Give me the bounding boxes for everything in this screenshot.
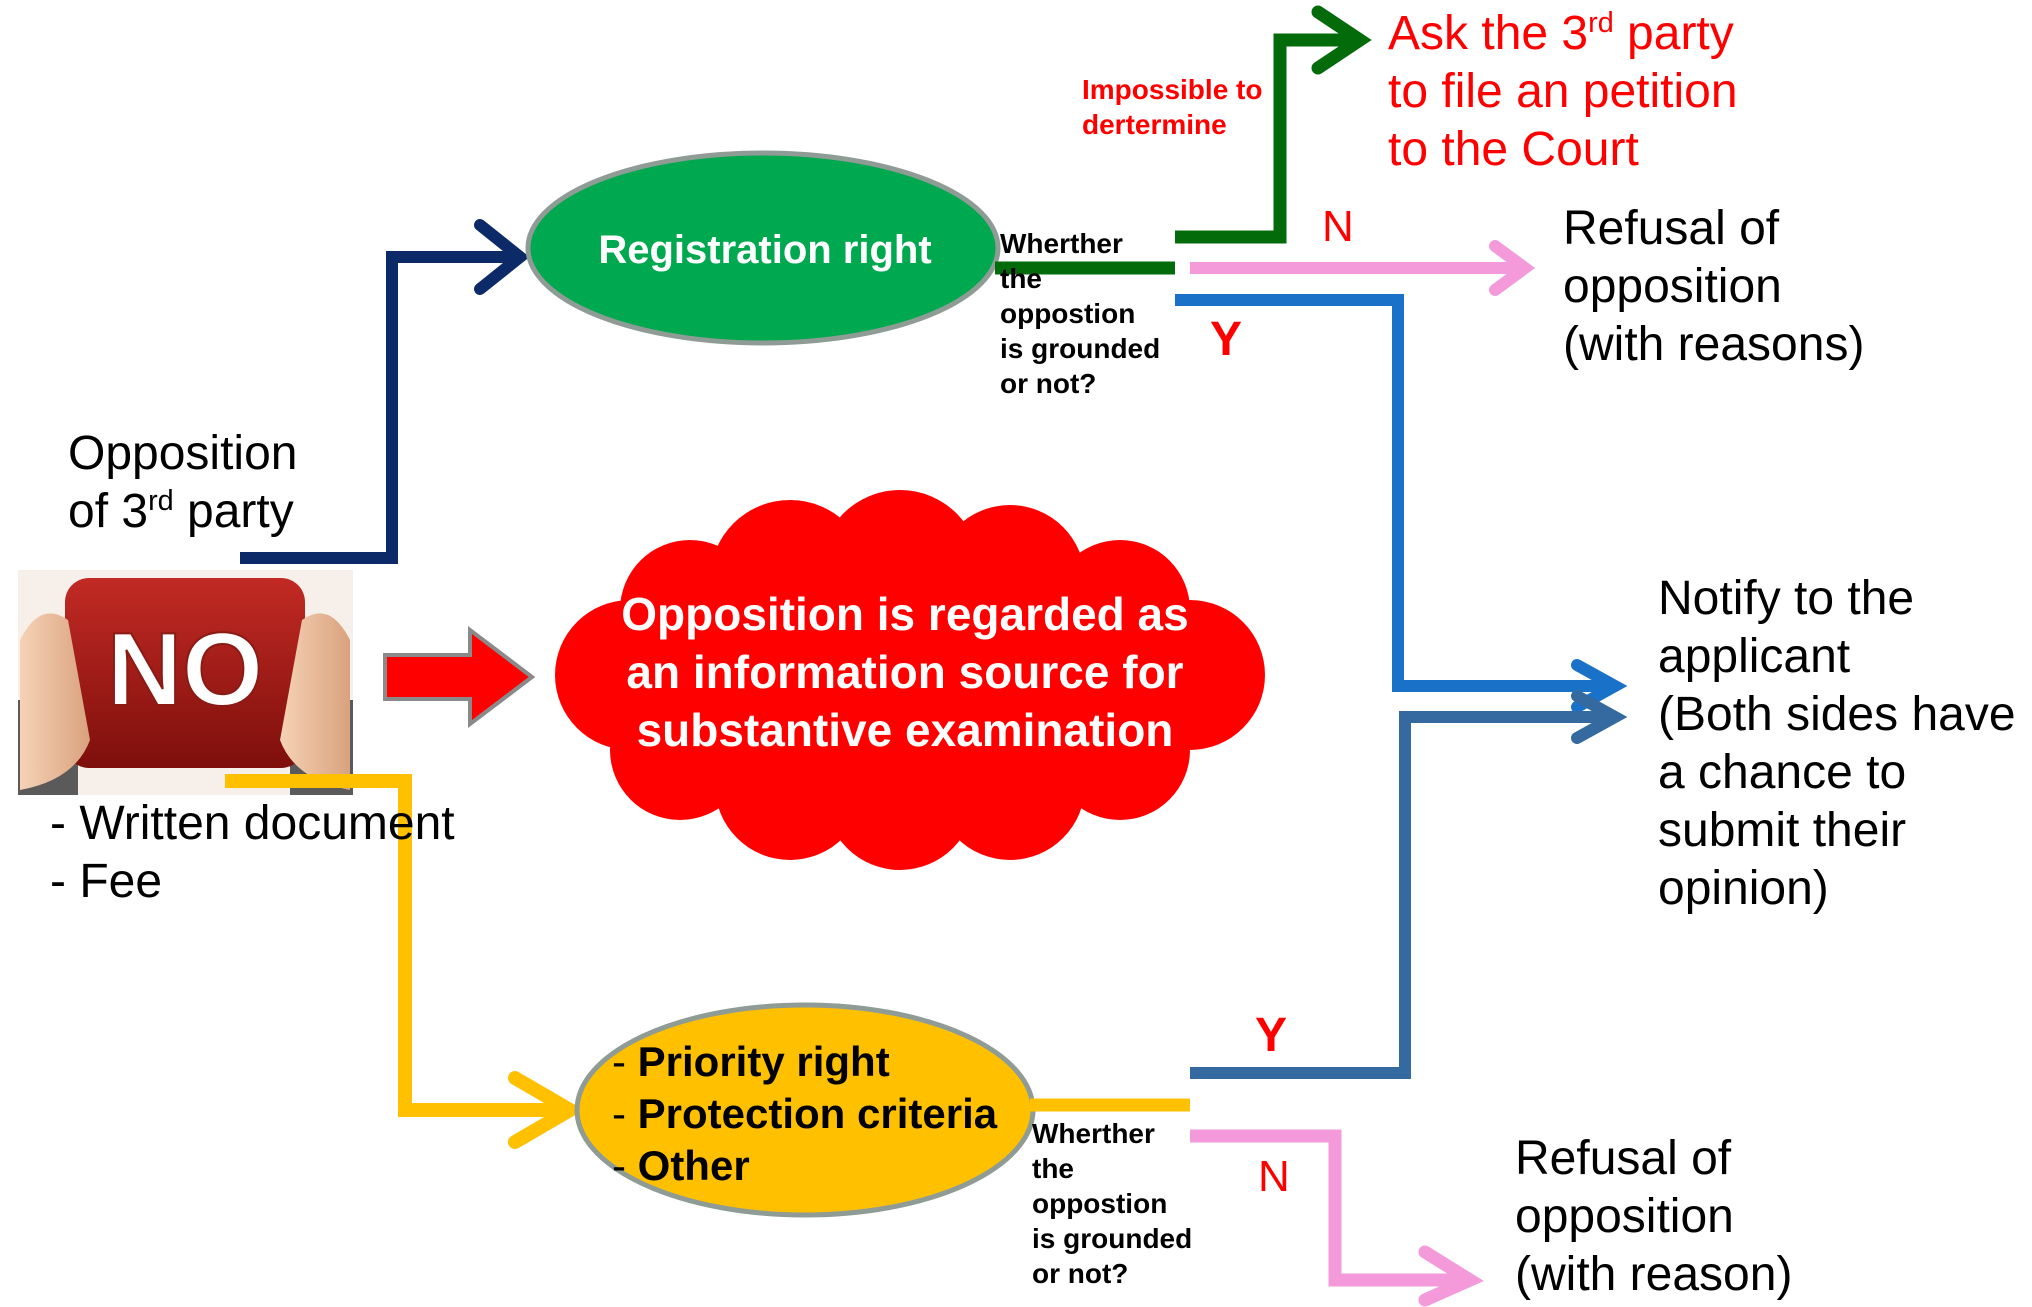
court-line1: Ask the 3rd party [1388, 5, 1738, 63]
opposition-line2-pre: of 3 [68, 485, 149, 538]
refusal-bottom: Refusal of opposition (with reason) [1515, 1130, 1792, 1304]
notify-line6: opinion) [1658, 862, 1829, 915]
green-arrow-to-court [995, 5, 1372, 275]
court-line1-sup: rd [1588, 7, 1614, 39]
question-bottom-line4: is grounded [1032, 1223, 1193, 1254]
question-bottom-line5: or not? [1032, 1258, 1129, 1289]
cloud-text: Opposition is regarded as an information… [580, 585, 1230, 759]
label-n-bottom: N [1258, 1152, 1290, 1201]
question-bottom-line2: the [1032, 1153, 1074, 1184]
question-top-line4: is grounded [1000, 333, 1161, 364]
requirement-written-document: - Written document [50, 797, 455, 850]
no-sign-text: NO [107, 612, 263, 728]
criteria-list: - Priority right - Protection criteria -… [612, 1036, 997, 1192]
refusal-bottom-line3: (with reason) [1515, 1248, 1793, 1301]
notify-line5: submit their [1658, 804, 1907, 857]
steel-arrow-notify-bottom [1190, 690, 1628, 1079]
question-bottom: Wherther the oppostion is grounded or no… [1032, 1116, 1192, 1291]
question-top: Wherther the oppostion is grounded or no… [1000, 226, 1160, 401]
no-sign-image: NO [18, 570, 353, 795]
left-hand [20, 613, 90, 790]
court-line1-post: party [1613, 7, 1734, 60]
label-y-bottom: Y [1255, 1009, 1288, 1062]
requirement-fee: - Fee [50, 855, 163, 908]
refusal-top: Refusal of opposition (with reasons) [1563, 200, 1864, 374]
opposition-line2: of 3rd party [68, 483, 297, 541]
criteria-item-priority: - Priority right [612, 1036, 997, 1088]
criteria-other: Other [637, 1142, 750, 1189]
criteria-item-protection: - Protection criteria [612, 1088, 997, 1140]
question-bottom-line1: Wherther [1032, 1118, 1155, 1149]
right-hand [280, 613, 350, 790]
cloud-line3: substantive examination [636, 704, 1174, 756]
refusal-bottom-line2: opposition [1515, 1190, 1734, 1243]
pink-arrow-refusal-top [1190, 240, 1536, 296]
notify-line4: a chance to [1658, 746, 1907, 799]
cloud-line2: an information source for [626, 646, 1184, 698]
yellow-arrow-to-criteria [225, 774, 584, 1149]
navy-arrow-to-registration [240, 219, 530, 564]
red-sign [65, 578, 305, 768]
pink-arrow-refusal-bottom [1190, 1129, 1484, 1307]
criteria-dash-1: - [612, 1038, 638, 1085]
refusal-top-line2: opposition [1563, 260, 1782, 313]
cloud-line1: Opposition is regarded as [621, 588, 1189, 640]
red-cloud [555, 490, 1265, 870]
court-instruction: Ask the 3rd party to file an petition to… [1388, 5, 1738, 179]
criteria-protection-criteria: Protection criteria [637, 1090, 998, 1137]
registration-ellipse [525, 150, 1001, 346]
opposition-line1: Opposition [68, 427, 298, 480]
question-top-line5: or not? [1000, 368, 1097, 399]
opposition-label: Opposition of 3rd party [68, 425, 297, 541]
impossible-line1: Impossible to [1082, 74, 1263, 105]
question-top-line2: the [1000, 263, 1042, 294]
opposition-line2-post: party [173, 485, 294, 538]
label-n-top: N [1322, 202, 1354, 251]
criteria-item-other: - Other [612, 1140, 997, 1192]
notify-line1: Notify to the [1658, 572, 1915, 625]
criteria-dash-2: - [612, 1090, 638, 1137]
court-line2: to file an petition [1388, 65, 1738, 118]
requirements-list: - Written document - Fee [50, 795, 455, 911]
refusal-top-line3: (with reasons) [1563, 318, 1865, 371]
criteria-priority-right: Priority right [637, 1038, 890, 1085]
registration-right-label: Registration right [598, 227, 932, 272]
question-bottom-line3: oppostion [1032, 1188, 1168, 1219]
opposition-line2-sup: rd [148, 485, 174, 517]
question-top-line1: Wherther [1000, 228, 1123, 259]
notify-line3: (Both sides have [1658, 688, 2016, 741]
notify-applicant: Notify to the applicant (Both sides have… [1658, 570, 2016, 918]
impossible-line2: dertermine [1082, 109, 1227, 140]
criteria-dash-3: - [612, 1142, 638, 1189]
label-y-top: Y [1210, 313, 1243, 366]
court-line1-pre: Ask the 3 [1388, 7, 1589, 60]
refusal-top-line1: Refusal of [1563, 202, 1780, 255]
question-top-line3: oppostion [1000, 298, 1136, 329]
impossible-label: Impossible to dertermine [1082, 72, 1262, 142]
court-line3: to the Court [1388, 123, 1639, 176]
red-block-arrow [383, 625, 536, 729]
notify-line2: applicant [1658, 630, 1851, 683]
refusal-bottom-line1: Refusal of [1515, 1132, 1732, 1185]
